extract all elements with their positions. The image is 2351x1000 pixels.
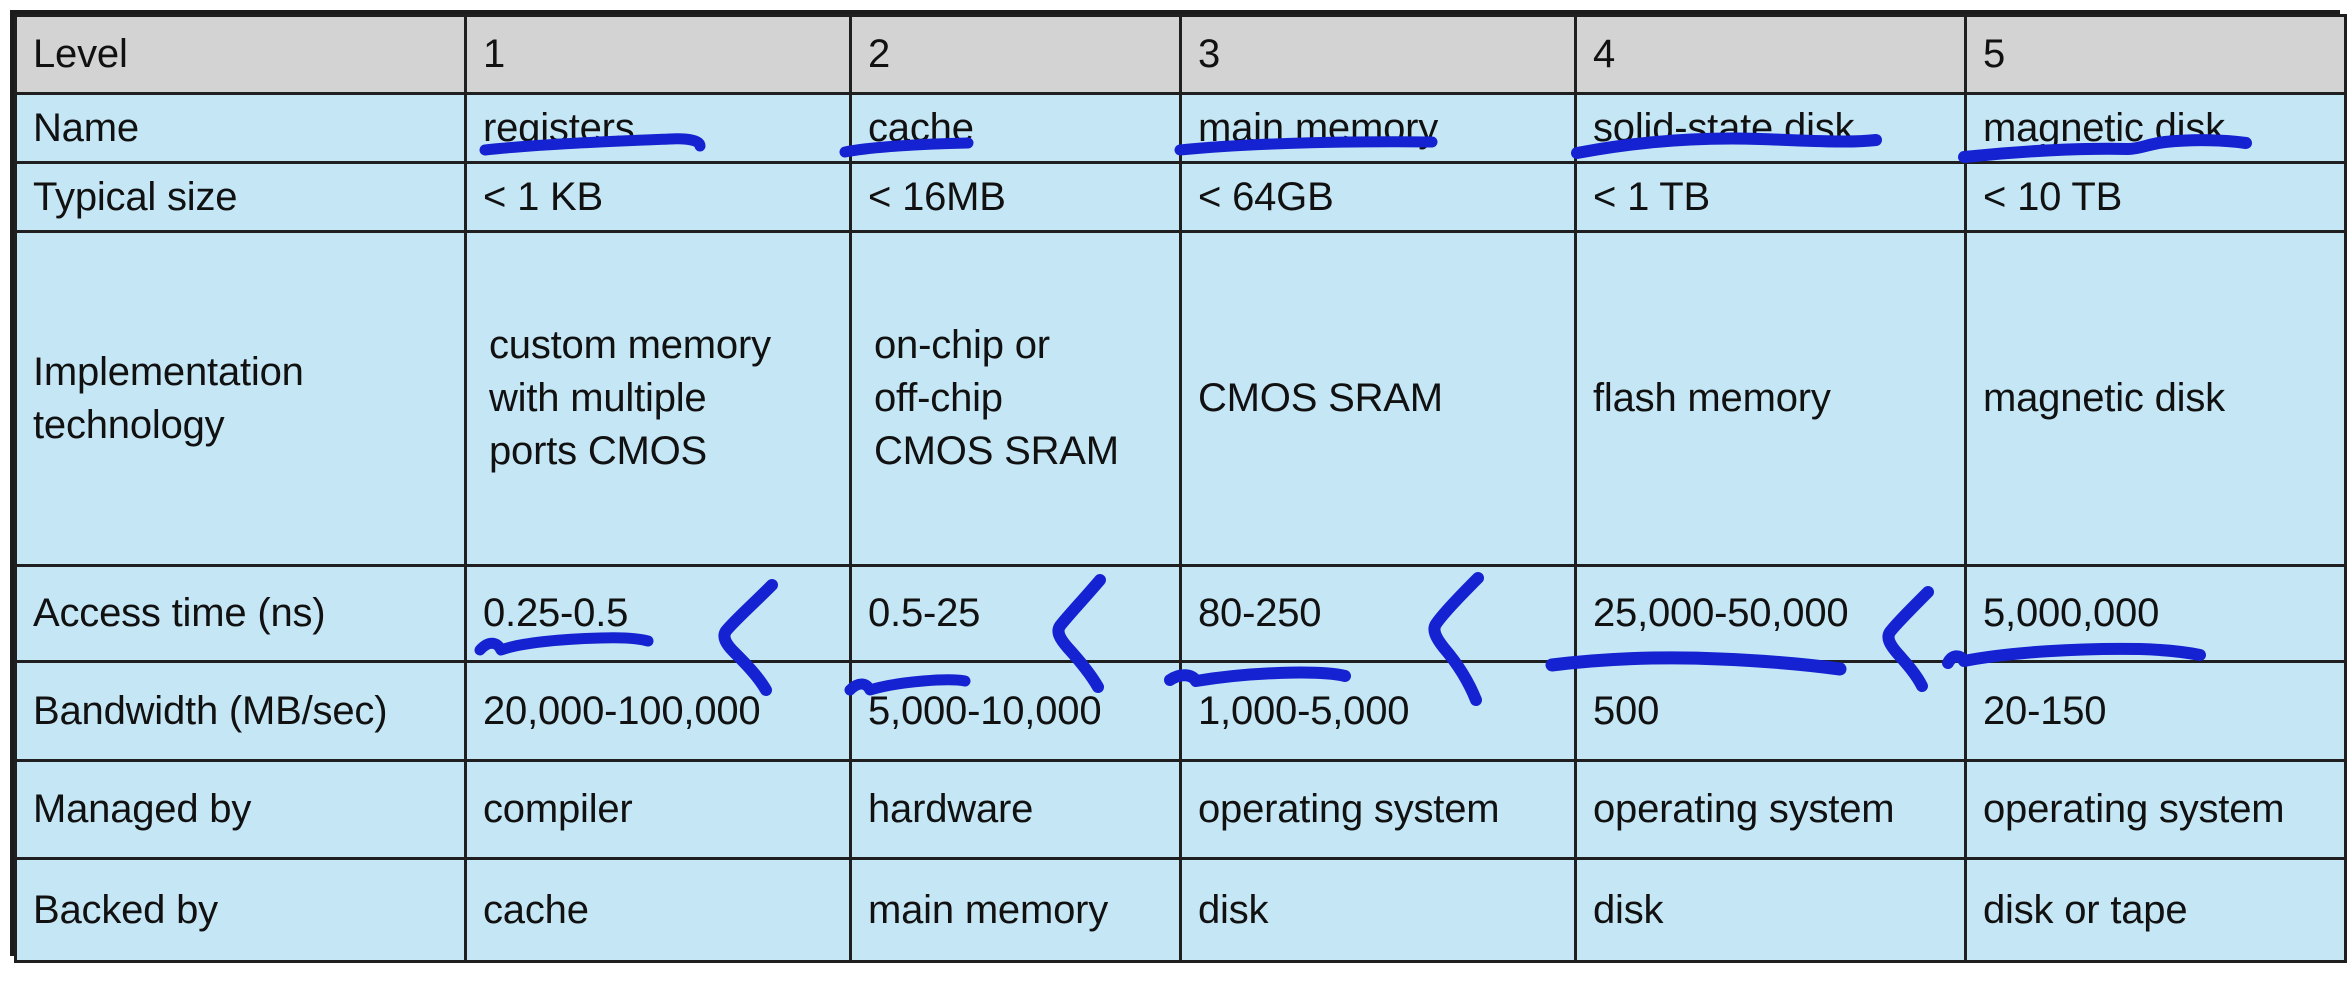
header-cell-2: 2	[849, 14, 1182, 95]
table-row-managed-by: Managed by compiler hardware operating s…	[14, 759, 2347, 860]
header-cell-4: 4	[1574, 14, 1967, 95]
cell-managed-1: compiler	[464, 759, 852, 860]
cell-size-2: < 16MB	[849, 161, 1182, 233]
memory-hierarchy-table-container: Level 1 2 3 4 5 Name registers cache mai…	[10, 10, 2347, 963]
cell-size-4: < 1 TB	[1574, 161, 1967, 233]
header-cell-level: Level	[14, 14, 467, 95]
table-body: Level 1 2 3 4 5 Name registers cache mai…	[14, 14, 2347, 963]
cell-size-3: < 64GB	[1179, 161, 1577, 233]
table-row-name: Name registers cache main memory solid-s…	[14, 92, 2347, 164]
cell-bandwidth-5: 20-150	[1964, 660, 2347, 762]
memory-hierarchy-table: Level 1 2 3 4 5 Name registers cache mai…	[14, 14, 2347, 963]
cell-bandwidth-4: 500	[1574, 660, 1967, 762]
cell-impl-2: on-chip or off-chip CMOS SRAM	[849, 230, 1182, 567]
cell-access-4: 25,000-50,000	[1574, 564, 1967, 663]
cell-name-1: registers	[464, 92, 852, 164]
cell-managed-5: operating system	[1964, 759, 2347, 860]
table-row-backed-by: Backed by cache main memory disk disk di…	[14, 857, 2347, 963]
row-label-backed-by: Backed by	[14, 857, 467, 963]
cell-managed-4: operating system	[1574, 759, 1967, 860]
cell-managed-2: hardware	[849, 759, 1182, 860]
row-label-typical-size: Typical size	[14, 161, 467, 233]
row-label-managed-by: Managed by	[14, 759, 467, 860]
cell-name-2: cache	[849, 92, 1182, 164]
cell-size-5: < 10 TB	[1964, 161, 2347, 233]
cell-backed-1: cache	[464, 857, 852, 963]
cell-impl-3: CMOS SRAM	[1179, 230, 1577, 567]
cell-backed-5: disk or tape	[1964, 857, 2347, 963]
table-row-access-time: Access time (ns) 0.25-0.5 0.5-25 80-250 …	[14, 564, 2347, 663]
header-cell-3: 3	[1179, 14, 1577, 95]
cell-size-1: < 1 KB	[464, 161, 852, 233]
cell-backed-4: disk	[1574, 857, 1967, 963]
header-cell-1: 1	[464, 14, 852, 95]
table-row-bandwidth: Bandwidth (MB/sec) 20,000-100,000 5,000-…	[14, 660, 2347, 762]
cell-backed-3: disk	[1179, 857, 1577, 963]
table-row-typical-size: Typical size < 1 KB < 16MB < 64GB < 1 TB…	[14, 161, 2347, 233]
cell-impl-5: magnetic disk	[1964, 230, 2347, 567]
cell-impl-1: custom memory with multiple ports CMOS	[464, 230, 852, 567]
cell-name-4: solid-state disk	[1574, 92, 1967, 164]
cell-bandwidth-3: 1,000-5,000	[1179, 660, 1577, 762]
row-label-bandwidth: Bandwidth (MB/sec)	[14, 660, 467, 762]
cell-bandwidth-2: 5,000-10,000	[849, 660, 1182, 762]
cell-bandwidth-1: 20,000-100,000	[464, 660, 852, 762]
cell-access-1: 0.25-0.5	[464, 564, 852, 663]
cell-name-3: main memory	[1179, 92, 1577, 164]
cell-access-3: 80-250	[1179, 564, 1577, 663]
row-label-name: Name	[14, 92, 467, 164]
cell-access-2: 0.5-25	[849, 564, 1182, 663]
cell-managed-3: operating system	[1179, 759, 1577, 860]
table-header-row: Level 1 2 3 4 5	[14, 14, 2347, 95]
cell-access-5: 5,000,000	[1964, 564, 2347, 663]
row-label-implementation-technology: Implementation technology	[14, 230, 467, 567]
table-row-implementation-technology: Implementation technology custom memory …	[14, 230, 2347, 567]
cell-backed-2: main memory	[849, 857, 1182, 963]
row-label-access-time: Access time (ns)	[14, 564, 467, 663]
cell-impl-4: flash memory	[1574, 230, 1967, 567]
header-cell-5: 5	[1964, 14, 2347, 95]
cell-name-5: magnetic disk	[1964, 92, 2347, 164]
